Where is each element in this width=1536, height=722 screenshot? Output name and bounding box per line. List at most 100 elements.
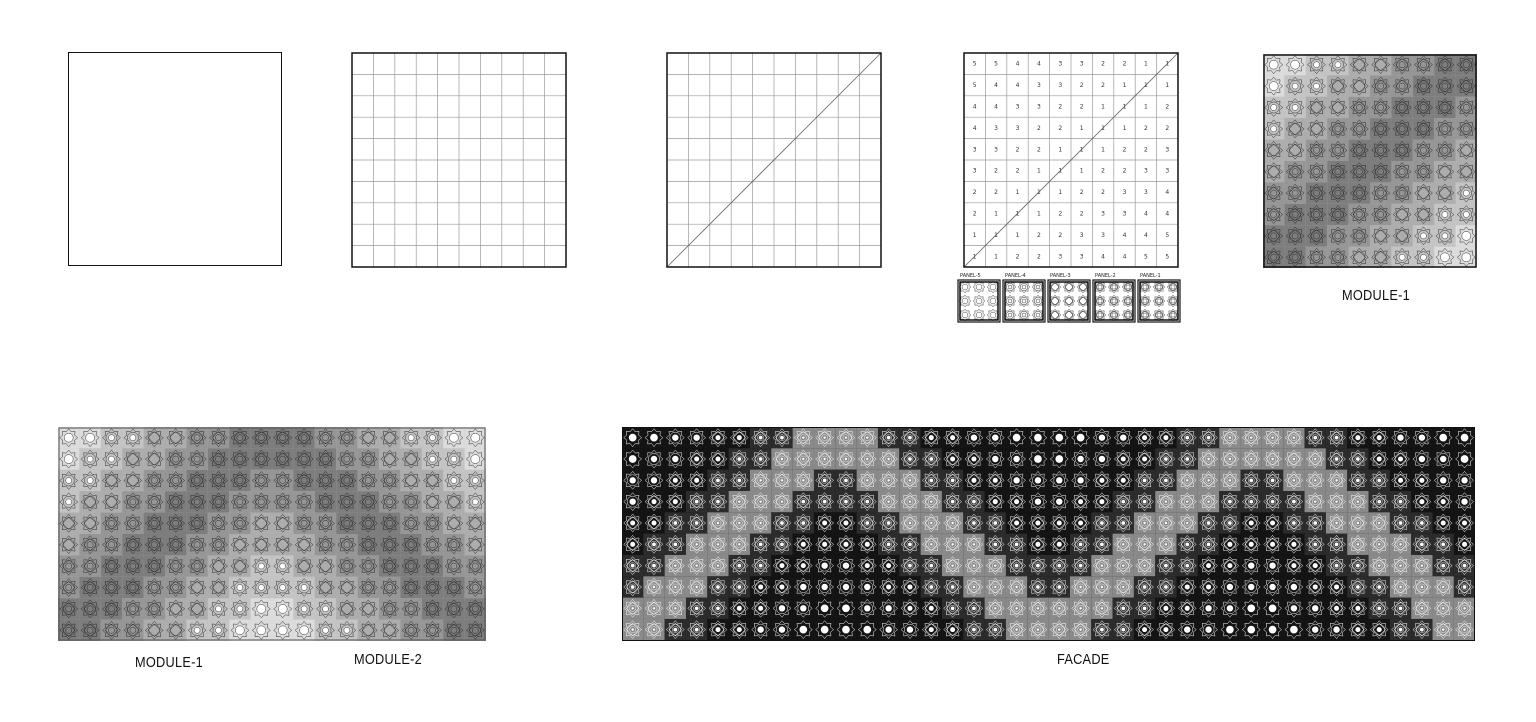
pattern-tile bbox=[772, 513, 792, 533]
pattern-tile bbox=[921, 470, 941, 490]
pattern-tile bbox=[1305, 449, 1325, 469]
pattern-tile bbox=[1327, 598, 1346, 618]
pattern-tile bbox=[793, 620, 813, 639]
pattern-tile bbox=[1414, 183, 1433, 203]
pattern-tile bbox=[80, 428, 100, 448]
pattern-tile bbox=[423, 620, 442, 640]
pattern-tile bbox=[423, 471, 442, 490]
pattern-tile bbox=[1263, 449, 1282, 469]
pattern-tile bbox=[1392, 162, 1412, 182]
pattern-tile bbox=[123, 620, 143, 640]
pattern-tile bbox=[644, 470, 664, 490]
pattern-tile bbox=[1241, 577, 1261, 597]
pattern-tile bbox=[958, 280, 972, 294]
grid-cell-number: 2 bbox=[1101, 82, 1105, 89]
grid-cell-number: 2 bbox=[1101, 168, 1105, 175]
grid-cell-number: 2 bbox=[1058, 232, 1062, 239]
pattern-tile bbox=[644, 492, 664, 512]
pattern-tile bbox=[729, 470, 749, 490]
pattern-tile bbox=[687, 513, 707, 533]
pattern-tile bbox=[1071, 577, 1090, 597]
pattern-tile bbox=[465, 578, 485, 597]
pattern-tile bbox=[729, 577, 749, 597]
pattern-tile bbox=[59, 513, 79, 533]
pattern-tile bbox=[687, 428, 707, 448]
pattern-tile bbox=[1305, 577, 1325, 597]
pattern-tile bbox=[644, 534, 664, 554]
pattern-tile bbox=[1455, 470, 1474, 490]
pattern-tile bbox=[1199, 534, 1218, 554]
pattern-tile bbox=[1455, 577, 1474, 597]
pattern-tile bbox=[1220, 513, 1240, 533]
pattern-tile bbox=[187, 599, 207, 619]
pattern-tile bbox=[465, 620, 485, 640]
pattern-tile bbox=[273, 449, 293, 469]
pattern-tile bbox=[102, 492, 121, 512]
pattern-tile bbox=[1263, 577, 1282, 597]
pattern-tile bbox=[1328, 55, 1348, 75]
pattern-tile bbox=[751, 449, 770, 469]
pattern-tile bbox=[1264, 76, 1284, 96]
pattern-tile bbox=[879, 470, 898, 490]
pattern-tile bbox=[1392, 183, 1412, 203]
pattern-tile bbox=[815, 620, 834, 639]
grid-cell-number: 3 bbox=[1058, 82, 1062, 89]
pattern-tile bbox=[985, 428, 1005, 448]
grid-cell-number: 2 bbox=[1144, 146, 1148, 153]
pattern-tile bbox=[921, 449, 941, 469]
pattern-tile bbox=[772, 470, 792, 490]
pattern-tile bbox=[1391, 598, 1410, 618]
grid-cell-number: 2 bbox=[1080, 82, 1084, 89]
module-1-label: MODULE-1 bbox=[1342, 287, 1410, 304]
pattern-tile bbox=[209, 428, 228, 448]
pattern-tile bbox=[815, 492, 834, 512]
pattern-tile bbox=[1435, 76, 1455, 96]
pattern-tile bbox=[1349, 183, 1369, 203]
pattern-tile bbox=[857, 492, 877, 512]
grid-cell-number: 1 bbox=[1144, 104, 1148, 111]
pattern-tile bbox=[900, 470, 920, 490]
pattern-tile bbox=[1391, 492, 1410, 512]
pattern-tile bbox=[1414, 119, 1433, 139]
pattern-tile bbox=[1092, 492, 1112, 512]
pattern-tile bbox=[209, 449, 228, 469]
pattern-tile bbox=[1348, 577, 1368, 597]
pattern-tile bbox=[772, 534, 792, 554]
grid-cell-number: 4 bbox=[994, 104, 998, 111]
pattern-tile bbox=[1327, 534, 1346, 554]
pattern-tile bbox=[964, 513, 984, 533]
pattern-tile bbox=[1003, 280, 1017, 294]
pattern-tile bbox=[1391, 577, 1410, 597]
pattern-tile bbox=[772, 556, 792, 575]
pattern-tile bbox=[1305, 620, 1325, 639]
grid-cell-number: 4 bbox=[1037, 61, 1041, 68]
pattern-tile bbox=[1135, 534, 1154, 554]
grid-cell-number: 2 bbox=[1123, 146, 1127, 153]
pattern-tile bbox=[900, 492, 920, 512]
grid-cell-number: 3 bbox=[1080, 61, 1084, 68]
pattern-tile bbox=[1328, 119, 1348, 139]
pattern-tile bbox=[1414, 162, 1433, 182]
frame bbox=[963, 52, 1179, 268]
pattern-tile bbox=[380, 492, 400, 512]
pattern-tile bbox=[964, 620, 984, 639]
pattern-tile bbox=[294, 535, 314, 555]
pattern-tile bbox=[358, 449, 378, 469]
pattern-tile bbox=[793, 577, 813, 597]
pattern-tile bbox=[230, 578, 250, 597]
pattern-tile bbox=[123, 599, 143, 619]
pattern-tile bbox=[1241, 534, 1261, 554]
pattern-tile bbox=[1121, 308, 1135, 322]
pattern-tile bbox=[857, 598, 877, 618]
pattern-tile bbox=[423, 449, 442, 469]
grid-cell-number: 1 bbox=[1101, 146, 1105, 153]
pattern-tile bbox=[123, 535, 143, 555]
pattern-tile bbox=[1199, 577, 1218, 597]
pattern-tile bbox=[1435, 140, 1455, 160]
pattern-tile bbox=[772, 449, 792, 469]
pattern-tile bbox=[273, 556, 293, 576]
pattern-tile bbox=[1349, 226, 1369, 246]
pattern-tile bbox=[1414, 140, 1433, 160]
pattern-tile bbox=[793, 598, 813, 618]
pattern-tile bbox=[1412, 492, 1432, 512]
